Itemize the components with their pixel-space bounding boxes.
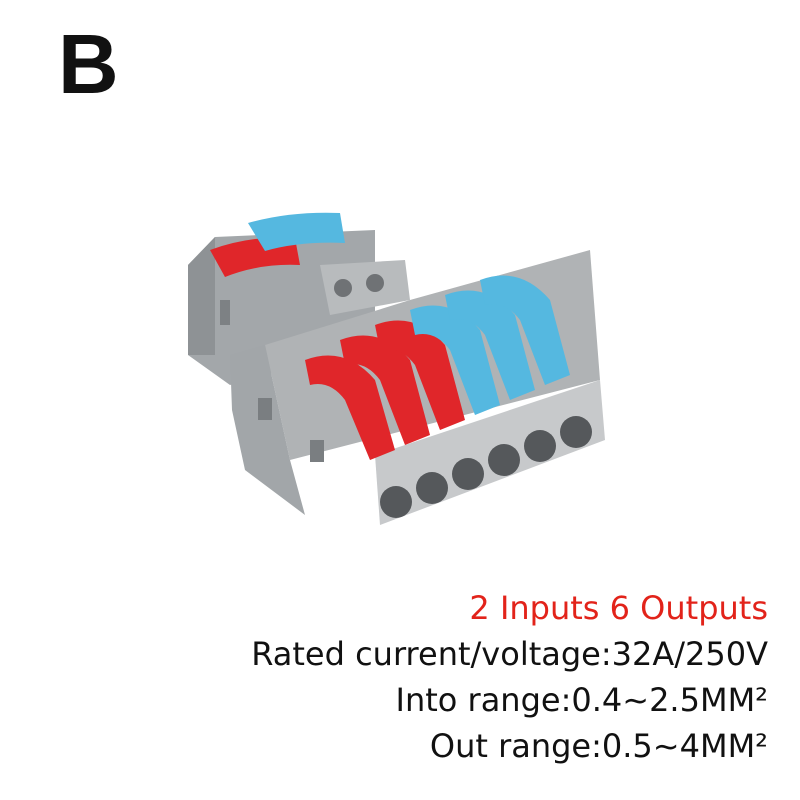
spec-rated: Rated current/voltage:32A/250V xyxy=(251,635,768,673)
input-lever-blue xyxy=(248,212,345,251)
output-lever-5 xyxy=(445,290,535,400)
spec-list: 2 Inputs 6 Outputs Rated current/voltage… xyxy=(251,585,768,769)
connector-image xyxy=(188,212,605,525)
spec-out-range: Out range:0.5~4MM² xyxy=(429,727,768,765)
output-lever-3 xyxy=(375,320,465,430)
output-lever-1 xyxy=(305,355,395,460)
variant-letter: B xyxy=(58,17,119,111)
spec-headline: 2 Inputs 6 Outputs xyxy=(469,589,768,627)
output-lever-4 xyxy=(410,305,500,415)
output-lever-2 xyxy=(340,335,430,445)
output-lever-6 xyxy=(480,275,570,385)
spec-into-range: Into range:0.4~2.5MM² xyxy=(395,681,768,719)
output-block xyxy=(230,250,605,525)
